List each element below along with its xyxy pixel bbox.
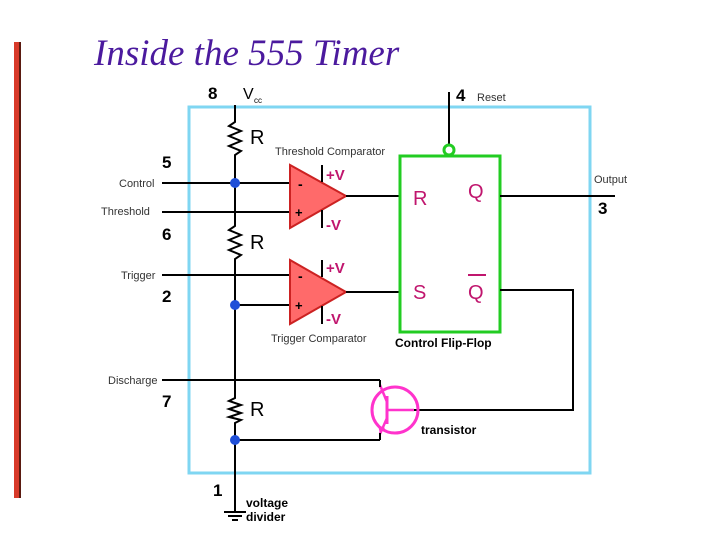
comparator-icon [289, 258, 349, 326]
pin-number-threshold: 6 [162, 225, 171, 244]
junction-node [230, 178, 240, 188]
comparator-plus: + [295, 298, 303, 313]
vcc-label: V [243, 86, 254, 103]
chip-outline [187, 105, 592, 475]
resistor-icon [226, 222, 244, 264]
comparator-minus: - [298, 176, 303, 192]
npn-transistor-icon [370, 384, 420, 435]
vcc-subscript: cc [254, 96, 262, 105]
trigger-label: Trigger [121, 270, 156, 282]
pin-number-reset: 4 [456, 86, 466, 105]
flip-flop-S: S [413, 282, 426, 304]
pin-number-trigger: 2 [162, 287, 171, 306]
comparator-minus: - [298, 268, 303, 284]
qbar-to-base-wire [414, 289, 574, 411]
comparator-icon [289, 163, 349, 230]
resistor-icon [225, 395, 245, 425]
resistor-label: R [250, 232, 264, 254]
discharge-label: Discharge [108, 375, 158, 387]
comparator-vneg: -V [326, 311, 341, 328]
control-label: Control [119, 178, 154, 190]
divider-label-line2: divider [246, 510, 286, 524]
pin-number-output: 3 [598, 199, 607, 218]
flip-flop-Qbar: Q [468, 282, 484, 304]
junction-node [230, 435, 240, 445]
junction-node [230, 300, 240, 310]
ground-icon [224, 511, 246, 521]
threshold-comparator-label: Threshold Comparator [275, 146, 385, 158]
slide-accent-bar [14, 42, 21, 498]
reset-label: Reset [477, 92, 506, 104]
pin-number-discharge: 7 [162, 392, 171, 411]
flip-flop-R: R [413, 188, 427, 210]
trigger-comparator-label: Trigger Comparator [271, 333, 367, 345]
output-label: Output [594, 174, 627, 186]
flip-flop-Q: Q [468, 181, 484, 203]
pin-number-vcc: 8 [208, 84, 217, 103]
pin-number-control: 5 [162, 153, 171, 172]
resistor-label: R [250, 399, 264, 421]
comparator-plus: + [295, 205, 303, 220]
resistor-icon [226, 118, 244, 160]
reset-bubble [442, 143, 456, 157]
flip-flop-box [398, 154, 502, 334]
threshold-label: Threshold [101, 206, 150, 218]
resistor-label: R [250, 127, 264, 149]
comparator-vpos: +V [326, 167, 345, 184]
slide-title: Inside the 555 Timer [94, 33, 400, 74]
comparator-vpos: +V [326, 260, 345, 277]
transistor-label: transistor [421, 423, 477, 437]
flip-flop-label: Control Flip-Flop [395, 336, 492, 350]
divider-label-line1: voltage [246, 496, 288, 510]
comparator-vneg: -V [326, 217, 341, 234]
pin-number-ground: 1 [213, 481, 222, 500]
